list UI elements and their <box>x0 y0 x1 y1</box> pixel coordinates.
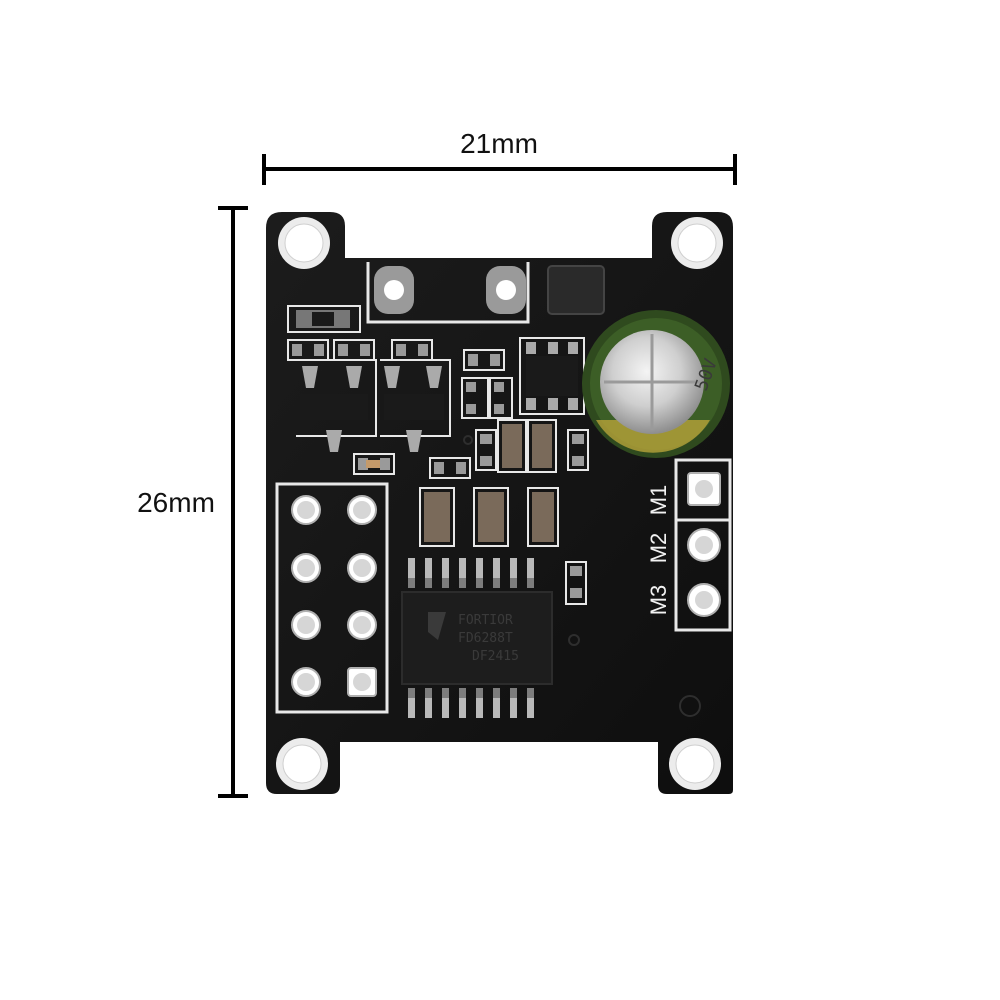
pin-header <box>275 482 389 714</box>
width-dimension: 21mm <box>262 128 737 185</box>
power-connector <box>366 262 530 324</box>
smd-inductor <box>547 265 605 315</box>
regulator <box>519 337 585 415</box>
electrolytic-capacitor: 50V <box>582 310 730 458</box>
pcb-board: 50V <box>266 212 733 794</box>
height-dimension-label: 26mm <box>137 487 215 518</box>
mounting-hole-top-left <box>278 217 330 269</box>
ic-bottom-pins <box>408 688 534 718</box>
height-dimension: 26mm <box>137 206 248 798</box>
led <box>287 305 361 333</box>
chip-line-1: FORTIOR <box>458 613 513 628</box>
ceramic-capacitors <box>419 419 559 547</box>
ic-top-pins <box>408 558 534 588</box>
passive-pads <box>292 344 584 598</box>
mounting-hole-top-right <box>671 217 723 269</box>
chip-line-2: FD6288T <box>458 631 513 646</box>
width-dimension-label: 21mm <box>460 128 538 159</box>
transistor-left <box>296 359 377 452</box>
pin-label-m3: M3 <box>646 585 671 616</box>
vias <box>463 435 701 717</box>
mounting-hole-bottom-right <box>669 738 721 790</box>
motor-output-header: M1 M2 M3 <box>646 458 732 632</box>
pin-label-m1: M1 <box>646 485 671 516</box>
transistor-right <box>380 359 451 452</box>
driver-ic: FORTIOR FD6288T DF2415 <box>401 558 553 718</box>
chip-line-3: DF2415 <box>472 649 519 664</box>
pin-label-m2: M2 <box>646 533 671 564</box>
mounting-hole-bottom-left <box>276 738 328 790</box>
